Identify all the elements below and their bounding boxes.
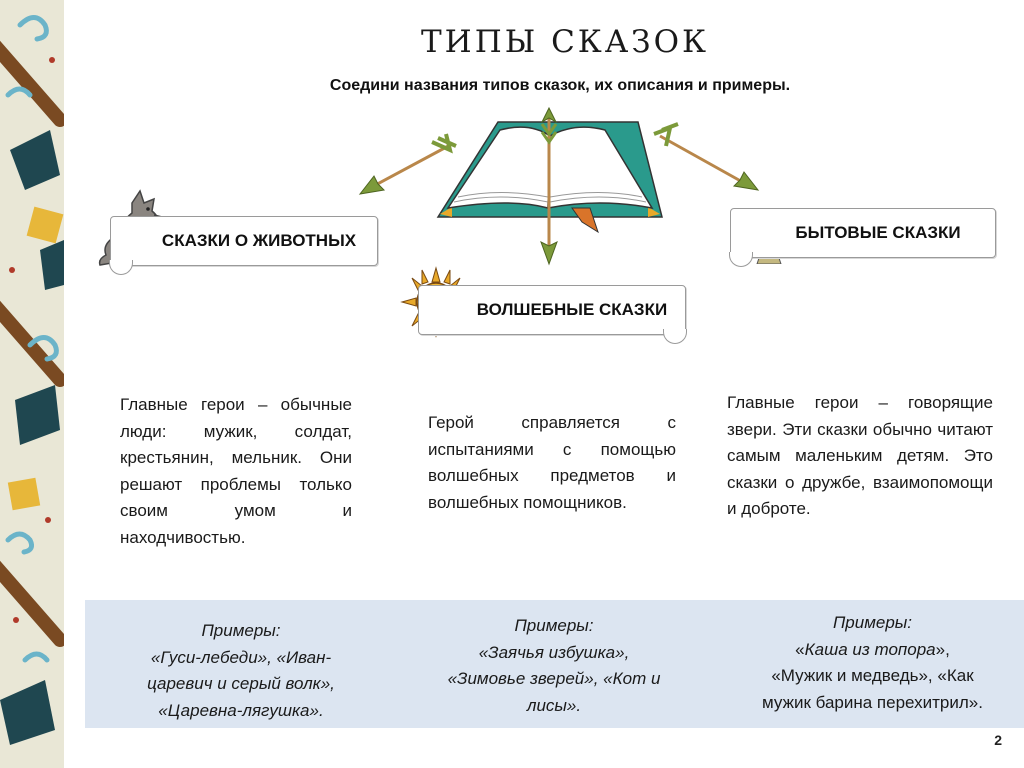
examples-heading: Примеры: — [832, 613, 913, 632]
label-everyday-tales[interactable]: БЫТОВЫЕ СКАЗКИ — [729, 208, 996, 267]
example-line: «Заячья избушка», — [478, 642, 630, 662]
description-magic[interactable]: Герой справляется с испытаниями с помощь… — [428, 413, 676, 512]
examples-block-3[interactable]: Примеры: «Каша из топора», «Мужик и медв… — [730, 610, 1015, 716]
examples-block-2[interactable]: Примеры: «Заячья избушка», «Зимовье звер… — [425, 613, 683, 719]
page-number: 2 — [994, 732, 1002, 748]
scroll-curl — [109, 260, 133, 275]
example-line: мужик барина перехитрил». — [762, 692, 983, 712]
example-line: «Каша из топора», — [730, 637, 1015, 664]
arrow-icon — [540, 106, 558, 266]
instruction-text: Соедини названия типов сказок, их описан… — [329, 77, 791, 94]
quote-close: », — [935, 639, 950, 659]
examples-band — [85, 600, 1024, 728]
ornament-pattern-icon — [0, 0, 64, 768]
arrow-icon — [653, 122, 760, 191]
example-line: лисы». — [526, 695, 582, 715]
scroll-curl — [663, 329, 687, 344]
label-magic-tales[interactable]: ВОЛШЕБНЫЕ СКАЗКИ — [418, 285, 687, 344]
label-magic-tales-text: ВОЛШЕБНЫЕ СКАЗКИ — [476, 300, 668, 319]
description-everyday[interactable]: Главные герои – обычные люди: мужик, сол… — [120, 395, 352, 547]
label-everyday-tales-text: БЫТОВЫЕ СКАЗКИ — [795, 223, 961, 242]
arrow-icon — [358, 133, 457, 195]
label-animal-tales[interactable]: СКАЗКИ О ЖИВОТНЫХ — [109, 216, 378, 275]
examples-heading: Примеры: — [514, 616, 594, 635]
examples-block-1[interactable]: Примеры: «Гуси-лебеди», «Иван- царевич и… — [125, 618, 357, 724]
decorative-pattern-strip — [0, 0, 64, 768]
example-line: «Зимовье зверей», «Кот и — [447, 669, 661, 688]
example-line: «Мужик и медведь», «Как — [771, 666, 974, 685]
page-title: ТИПЫ СКАЗОК — [420, 24, 709, 60]
description-animals[interactable]: Главные герои – говорящие звери. Эти ска… — [727, 393, 993, 518]
example-line: царевич и серый волк», — [147, 674, 335, 693]
open-book-icon — [358, 106, 760, 266]
example-line: «Царевна-лягушка». — [158, 700, 324, 720]
example-line: «Гуси-лебеди», «Иван- — [150, 647, 332, 667]
label-animal-tales-text: СКАЗКИ О ЖИВОТНЫХ — [161, 231, 357, 250]
examples-heading: Примеры: — [201, 621, 281, 640]
quote-open: « — [795, 639, 805, 659]
example-title: Каша из топора — [804, 639, 936, 659]
